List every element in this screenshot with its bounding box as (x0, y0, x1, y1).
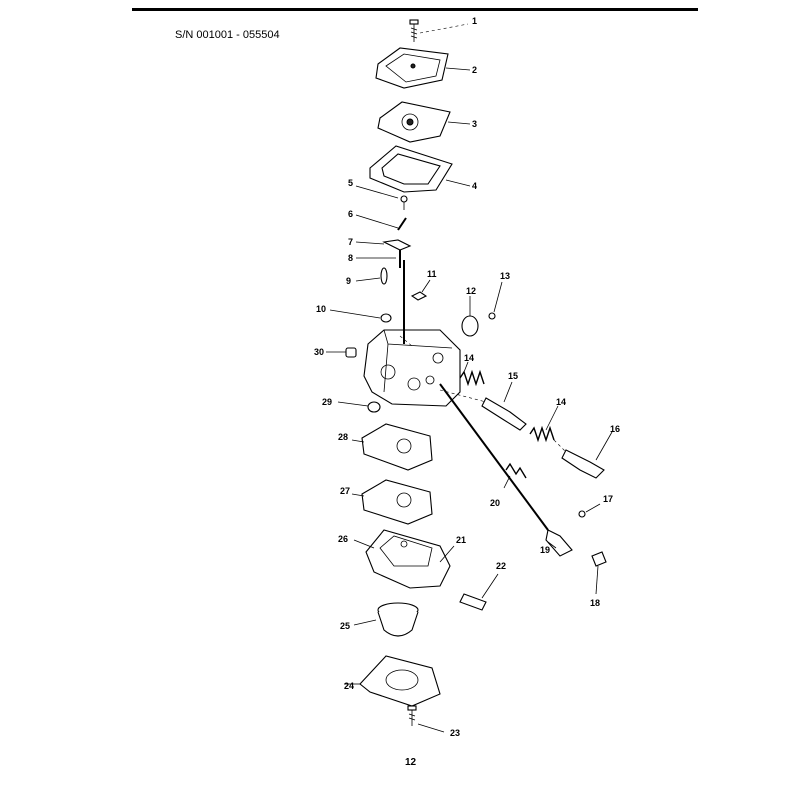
callout-26: 26 (338, 534, 348, 544)
part-18-nut (591, 551, 607, 595)
part-3-diaphragm (377, 101, 471, 143)
page-number: 12 (405, 757, 417, 768)
part-7-lever (355, 239, 412, 251)
callout-6: 6 (348, 209, 353, 219)
callout-25: 25 (340, 621, 350, 631)
callout-24: 24 (344, 681, 354, 691)
part-9-spring (355, 267, 388, 285)
callout-4: 4 (472, 181, 477, 191)
callout-9: 9 (346, 276, 351, 286)
part-16-adjust-screw (553, 431, 613, 479)
part-27-diaphragm (351, 479, 433, 525)
part-30-plug (326, 347, 357, 358)
callout-28: 28 (338, 432, 348, 442)
part-5-screw (355, 185, 408, 210)
callout-15: 15 (508, 371, 518, 381)
part-29-plug (337, 401, 381, 413)
callout-3: 3 (472, 119, 477, 129)
part-25-primer-cup (353, 602, 419, 637)
part-15-adjust-screw (439, 381, 527, 431)
callout-29: 29 (322, 397, 332, 407)
callout-21: 21 (456, 535, 466, 545)
part-12-disc (461, 296, 479, 337)
callout-19: 19 (540, 545, 550, 555)
part-2-cover (375, 47, 471, 89)
callout-2: 2 (472, 65, 477, 75)
callout-23: 23 (450, 728, 460, 738)
callout-14-lower: 14 (556, 397, 566, 407)
callout-13: 13 (500, 271, 510, 281)
carburetor-body (363, 260, 461, 407)
callout-14-upper: 14 (464, 353, 474, 363)
part-4-gasket (369, 145, 471, 193)
serial-number-range: S/N 001001 - 055504 (175, 29, 280, 41)
part-1-screw (409, 19, 469, 42)
callout-11: 11 (427, 269, 437, 279)
part-14-spring-upper (459, 361, 485, 387)
part-6-pin (355, 214, 407, 231)
callout-30: 30 (314, 347, 324, 357)
callout-22: 22 (496, 561, 506, 571)
part-23-screw (407, 705, 445, 733)
part-11-pin (410, 279, 431, 301)
callout-27: 27 (340, 486, 350, 496)
part-14-spring-lower (529, 405, 559, 443)
part-22-screw (459, 573, 499, 611)
top-rule (132, 8, 698, 11)
part-8-needle (356, 250, 401, 268)
part-10-o-ring (329, 309, 392, 323)
part-24-retainer-plate (344, 655, 441, 707)
part-19-throttle-shaft (439, 383, 573, 557)
callout-17: 17 (603, 494, 613, 504)
callout-10: 10 (316, 304, 326, 314)
callout-18: 18 (590, 598, 600, 608)
callout-16: 16 (610, 424, 620, 434)
part-26-pump-body (353, 529, 455, 589)
callout-8: 8 (348, 253, 353, 263)
callout-5: 5 (348, 178, 353, 188)
callout-7: 7 (348, 237, 353, 247)
callout-1: 1 (472, 16, 477, 26)
callout-12: 12 (466, 286, 476, 296)
part-13-screw (488, 281, 503, 320)
part-28-gasket (351, 423, 433, 471)
callout-20: 20 (490, 498, 500, 508)
part-17-screw (578, 503, 601, 518)
